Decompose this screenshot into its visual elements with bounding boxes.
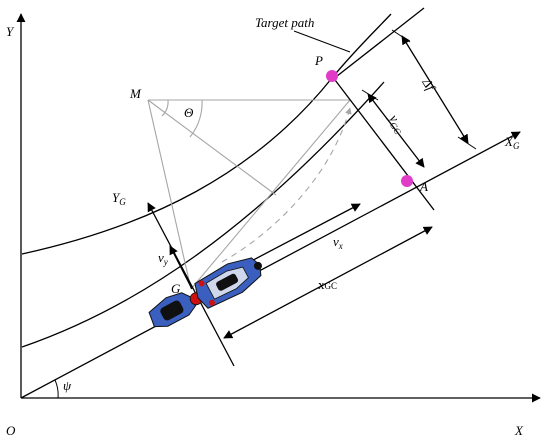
origin-label: O <box>6 423 16 438</box>
axis-y-label: Y <box>6 24 15 39</box>
target-path-outer <box>21 13 392 255</box>
y-g-label: YG <box>112 190 126 207</box>
target-path-leader <box>293 30 351 53</box>
x-gc-label: xGC <box>318 277 337 292</box>
x-gc-dimension <box>223 226 433 339</box>
theta-arc <box>161 99 169 117</box>
psi-arc <box>54 379 59 399</box>
y-gc-label: yGC <box>384 110 410 137</box>
point-p-label: P <box>314 53 323 68</box>
target-path-extension <box>331 7 425 81</box>
point-a-label: A <box>419 179 428 194</box>
point-p-marker <box>326 70 338 82</box>
lateral-line-p-a <box>331 75 435 211</box>
theta-arc-2 <box>189 99 203 138</box>
vx-label: vx <box>333 234 343 251</box>
point-g-label: G <box>171 281 181 296</box>
theta-label: Θ <box>184 105 194 120</box>
delta-f-ext-top <box>391 29 411 43</box>
target-path-label: Target path <box>255 15 314 30</box>
y-gc-dimension <box>367 93 425 168</box>
line-m-g <box>147 99 192 290</box>
vy-label: vy <box>158 250 168 267</box>
axis-x-label: X <box>514 423 524 438</box>
predicted-trajectory-dashed <box>221 107 352 263</box>
target-path-inner <box>21 81 385 348</box>
vy-arrow <box>169 245 193 290</box>
y-gc-ext <box>361 89 379 101</box>
psi-label: ψ <box>63 378 72 393</box>
point-m-label: M <box>129 86 142 101</box>
motorcycle-icon <box>148 257 262 328</box>
delta-f-dimension <box>401 35 469 144</box>
line-g-p <box>190 99 351 290</box>
delta-f-ext-bottom <box>457 136 477 150</box>
x-g-label: XG <box>504 134 520 151</box>
point-a-marker <box>401 175 413 187</box>
vehicle-heading-line <box>20 131 521 399</box>
vehicle-y-axis <box>147 202 235 367</box>
line-m-mid <box>147 99 277 196</box>
